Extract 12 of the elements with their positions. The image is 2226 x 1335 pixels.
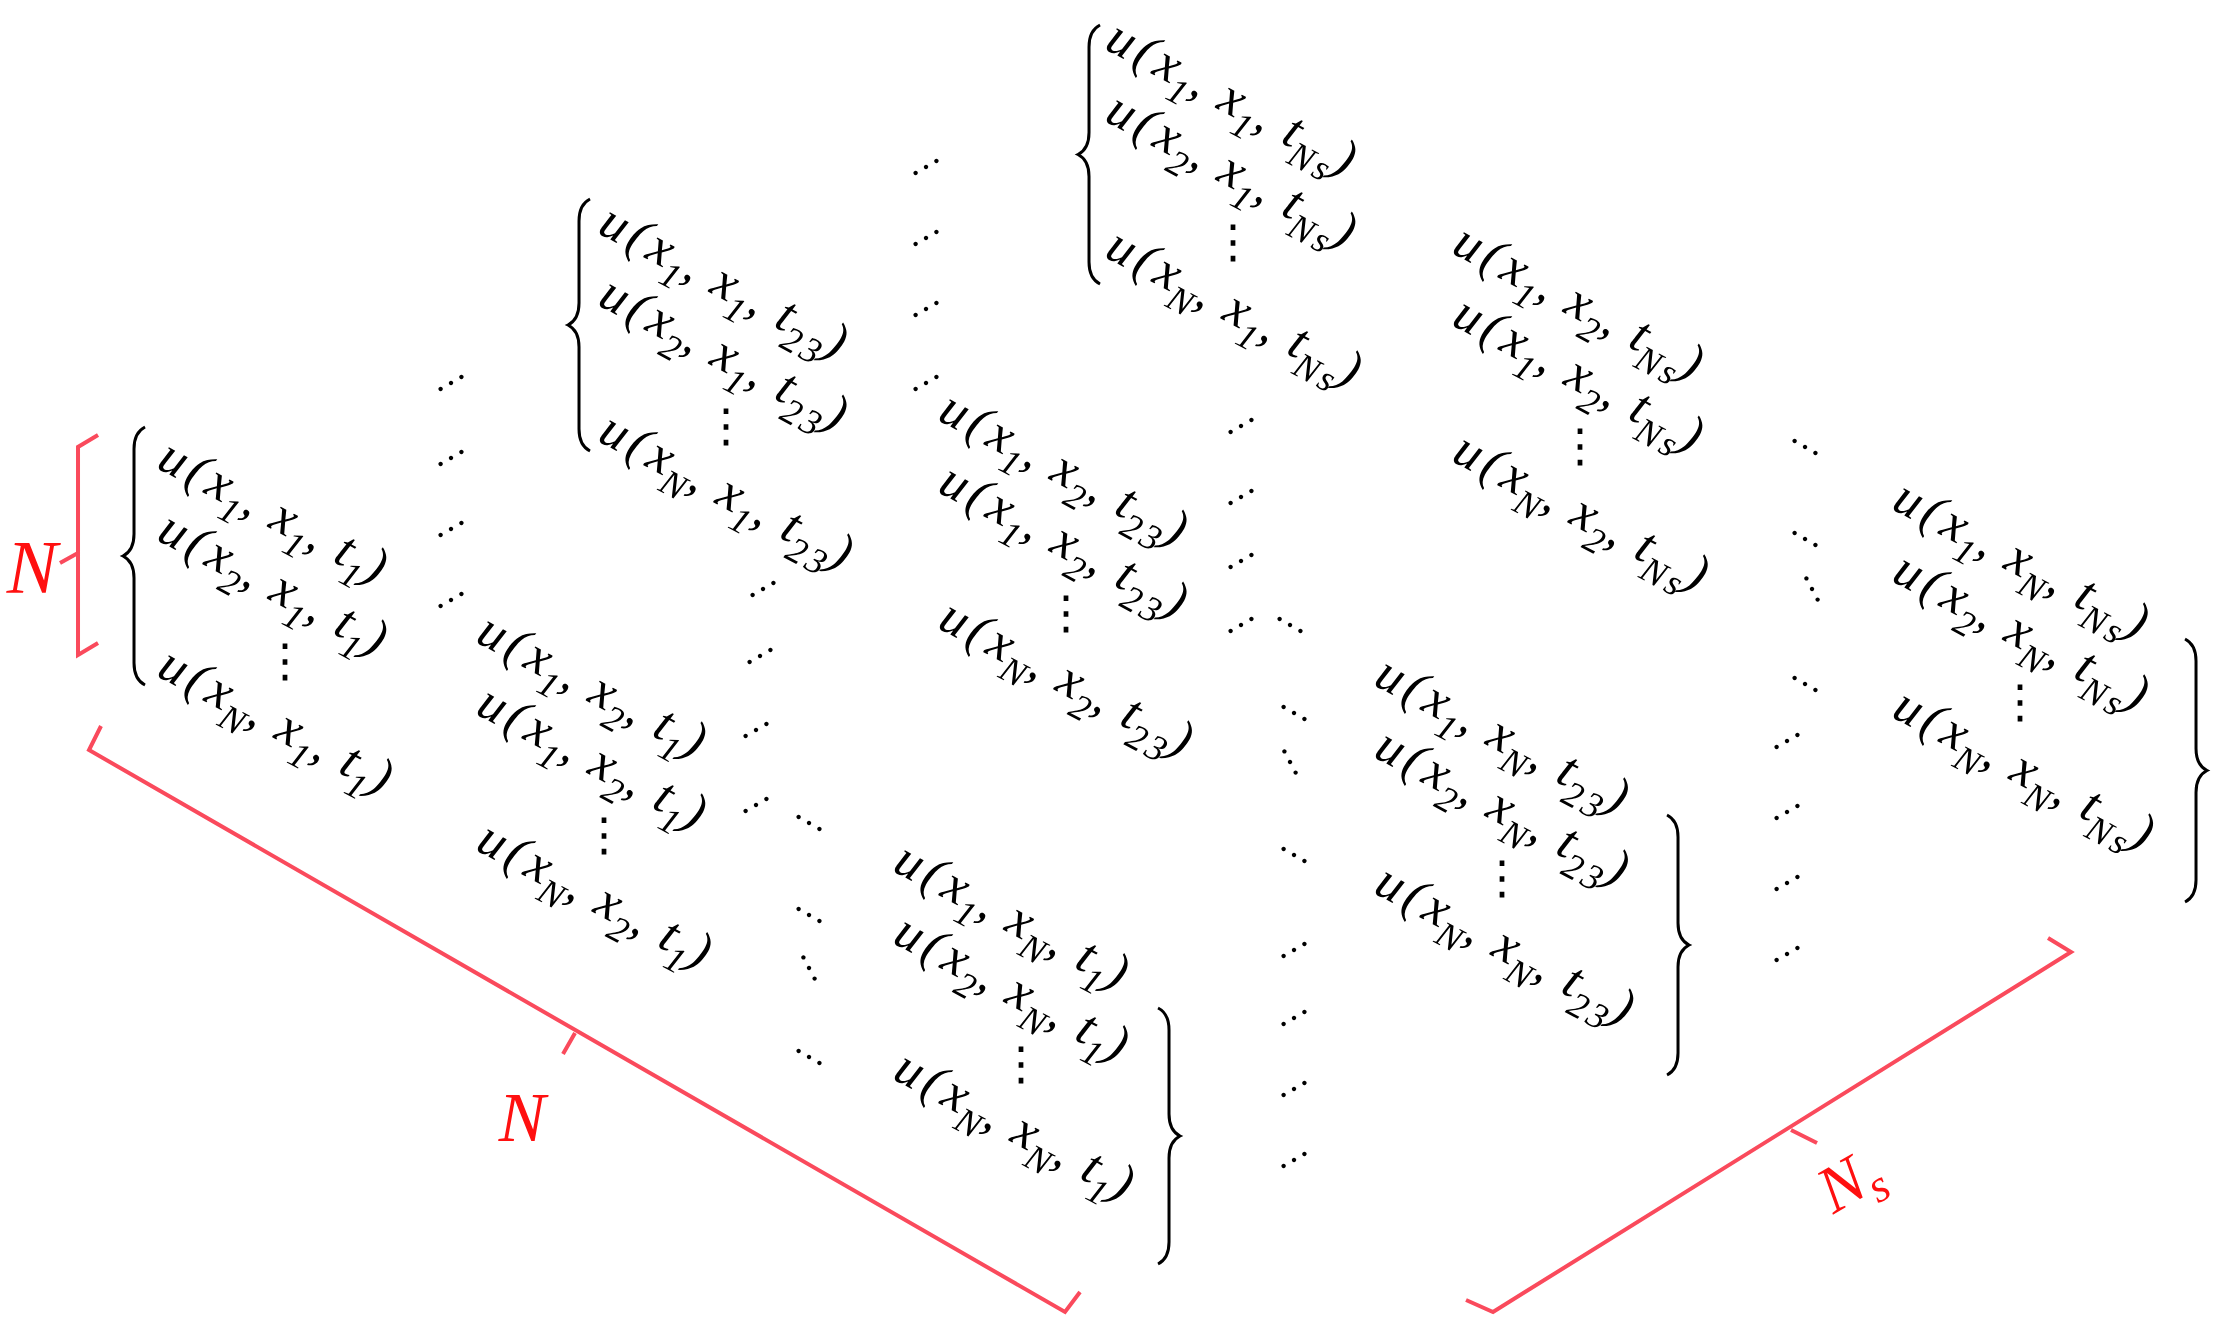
vertical-ellipsis: ⋮ xyxy=(1063,595,1069,633)
dimension-label: N xyxy=(498,1095,549,1141)
vertical-ellipsis: ⋮ xyxy=(2017,684,2023,722)
dimension-label: N xyxy=(6,543,61,593)
vertical-ellipsis: ⋮ xyxy=(1230,224,1236,262)
vertical-ellipsis: ⋮ xyxy=(601,817,607,855)
vertical-ellipsis: ⋮ xyxy=(1577,428,1583,466)
vertical-ellipsis: ⋮ xyxy=(723,408,729,446)
vertical-ellipsis: ⋮ xyxy=(1499,860,1505,898)
vertical-ellipsis: ⋮ xyxy=(1018,1046,1024,1084)
dimension-label: N$_{s}$ xyxy=(1817,1153,1890,1215)
vertical-ellipsis: ⋮ xyxy=(282,643,288,681)
